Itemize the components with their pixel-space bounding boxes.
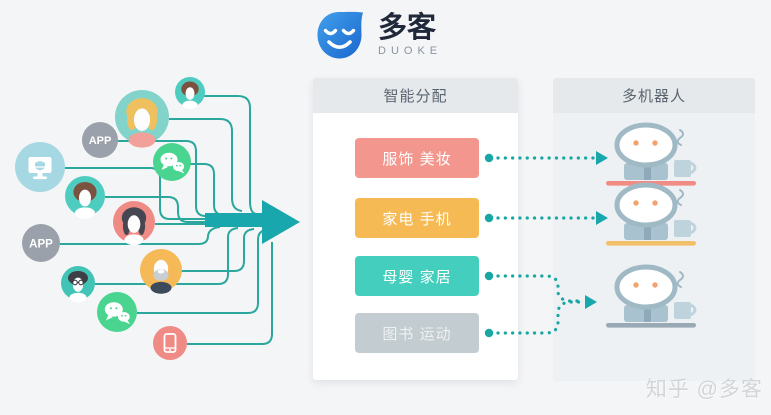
wechat-icon [97,292,137,332]
category-books-sports: 图书 运动 [355,313,479,353]
connector-lines [60,95,273,345]
user-avatar-icon [65,176,105,219]
brand-subtitle: DUOKE [378,45,443,57]
user-avatar-icon [113,201,155,246]
flow-arrows [484,151,608,338]
desk-line [606,241,696,246]
brand-logo: 多客 DUOKE [314,6,534,64]
desk-line [606,323,696,328]
app-icon: APP [22,224,60,262]
brand-title: 多客 [378,12,437,44]
user-avatar-icon [140,249,182,294]
user-avatar-icon [61,266,95,303]
robot-icon [606,122,697,186]
wechat-icon [153,143,191,181]
source-channels: APP [15,77,205,360]
assignment-panel: 智能分配 服饰 美妆 家电 手机 母婴 家居 图书 运动 [313,78,518,380]
user-avatar-icon [175,77,205,109]
duoke-logo-icon [317,11,363,59]
category-appliance-phone: 家电 手机 [355,198,479,238]
app-label: APP [89,135,112,147]
zhihu-watermark: 知乎 @多客 [645,378,763,401]
desktop-icon [15,142,65,192]
category-clothing-beauty: 服饰 美妆 [355,138,479,178]
smartphone-icon [153,326,187,360]
category-baby-home: 母婴 家居 [355,256,479,296]
app-icon: APP [82,122,118,158]
app-label: APP [29,239,53,251]
robot-icon [606,264,697,328]
robots-panel-header: 多机器人 [553,78,755,113]
robots [606,122,697,328]
robot-icon [606,182,697,246]
assignment-panel-header: 智能分配 [313,78,518,113]
converge-arrow [205,200,300,244]
user-avatar-icon [115,90,169,148]
